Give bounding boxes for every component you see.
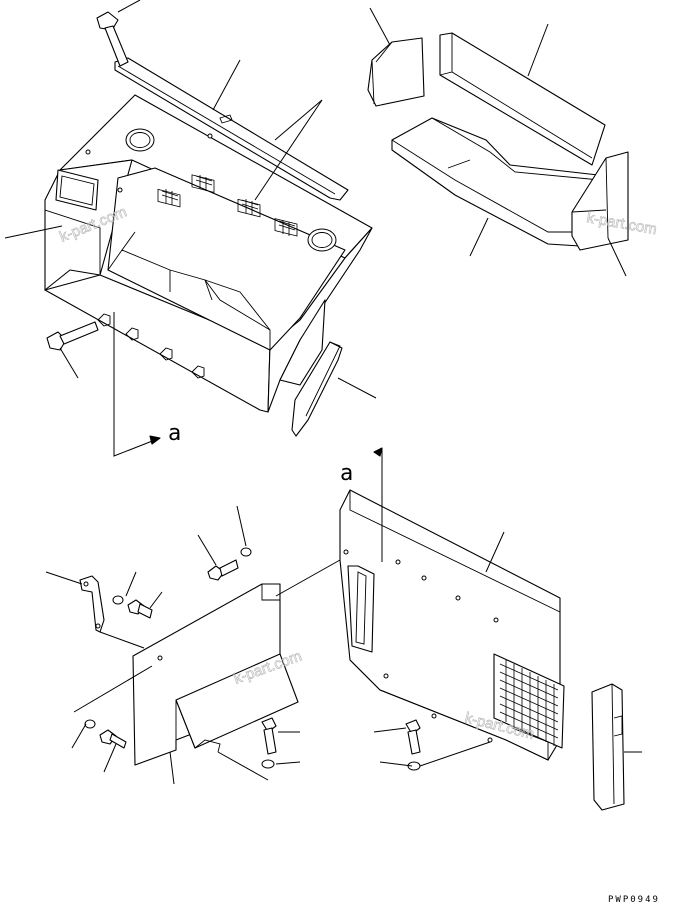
right-side-cushion — [571, 151, 629, 251]
lower-left-cover — [45, 505, 341, 785]
seat-cushion-assembly — [367, 7, 629, 277]
top-trim-strip — [114, 57, 349, 201]
drawing-code: PWP0949 — [608, 895, 660, 905]
skirt-clips — [97, 313, 205, 379]
panel-bolts — [405, 719, 421, 771]
right-side-panel: a — [339, 447, 642, 811]
dash-vent-grilles — [157, 174, 298, 237]
small-side-cushion — [367, 37, 425, 107]
cover-bolts — [84, 547, 277, 769]
section-label-a-top: a — [168, 421, 181, 446]
dashboard-panel: a — [4, 0, 377, 457]
section-label-a-right: a — [340, 461, 353, 486]
corner-trim-piece — [591, 683, 625, 811]
side-panel-mesh — [493, 653, 565, 749]
cover-bracket — [79, 575, 105, 633]
side-bolt — [46, 321, 99, 351]
top-bolt — [96, 11, 129, 67]
